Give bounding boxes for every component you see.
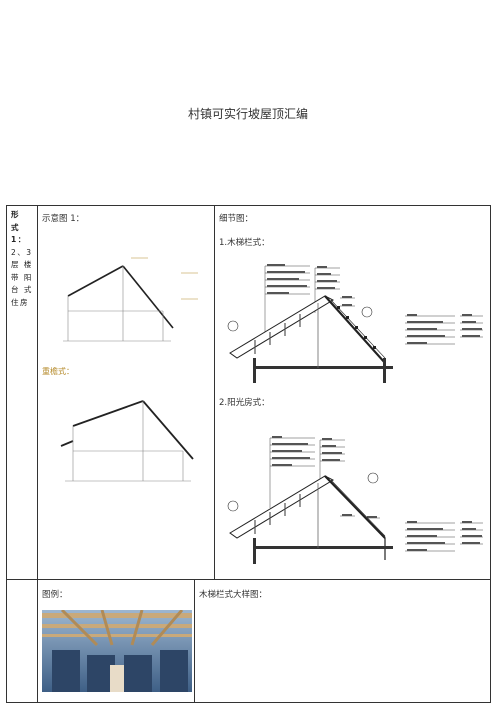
schematic-roof-1 xyxy=(63,257,198,342)
large-sample-label: 木梯栏式大样图： xyxy=(199,590,268,600)
large-sample-cell: 木梯栏式大样图： xyxy=(194,579,491,703)
schematic-label: 示意图 1： xyxy=(42,214,85,224)
example-photo xyxy=(42,610,192,692)
document-title: 村镇可实行坡屋顶汇编 xyxy=(187,107,308,121)
detail-cell: 细节图： 1.木梯栏式： xyxy=(214,205,491,580)
stair-label: 重檐式： xyxy=(42,367,74,376)
detail-label: 细节图： xyxy=(219,214,254,224)
form-type-cell-2 xyxy=(6,579,38,703)
form-type-cell: 形 式 1： 2、3 层 楼 带 阳 台 式 住房 xyxy=(6,205,38,580)
schematic-roof-2 xyxy=(60,400,194,482)
detail-drawing-2 xyxy=(227,436,483,564)
roof-table: 形 式 1： 2、3 层 楼 带 阳 台 式 住房 示意图 1： xyxy=(6,205,491,703)
example-cell: 图例： xyxy=(37,579,195,703)
detail-drawing-1 xyxy=(227,264,483,383)
detail-1-label: 1.木梯栏式： xyxy=(219,238,270,248)
schematic-cell: 示意图 1： 重檐式： xyxy=(37,205,215,580)
example-label: 图例： xyxy=(42,590,68,600)
detail-2-label: 2.阳光房式： xyxy=(219,398,270,408)
